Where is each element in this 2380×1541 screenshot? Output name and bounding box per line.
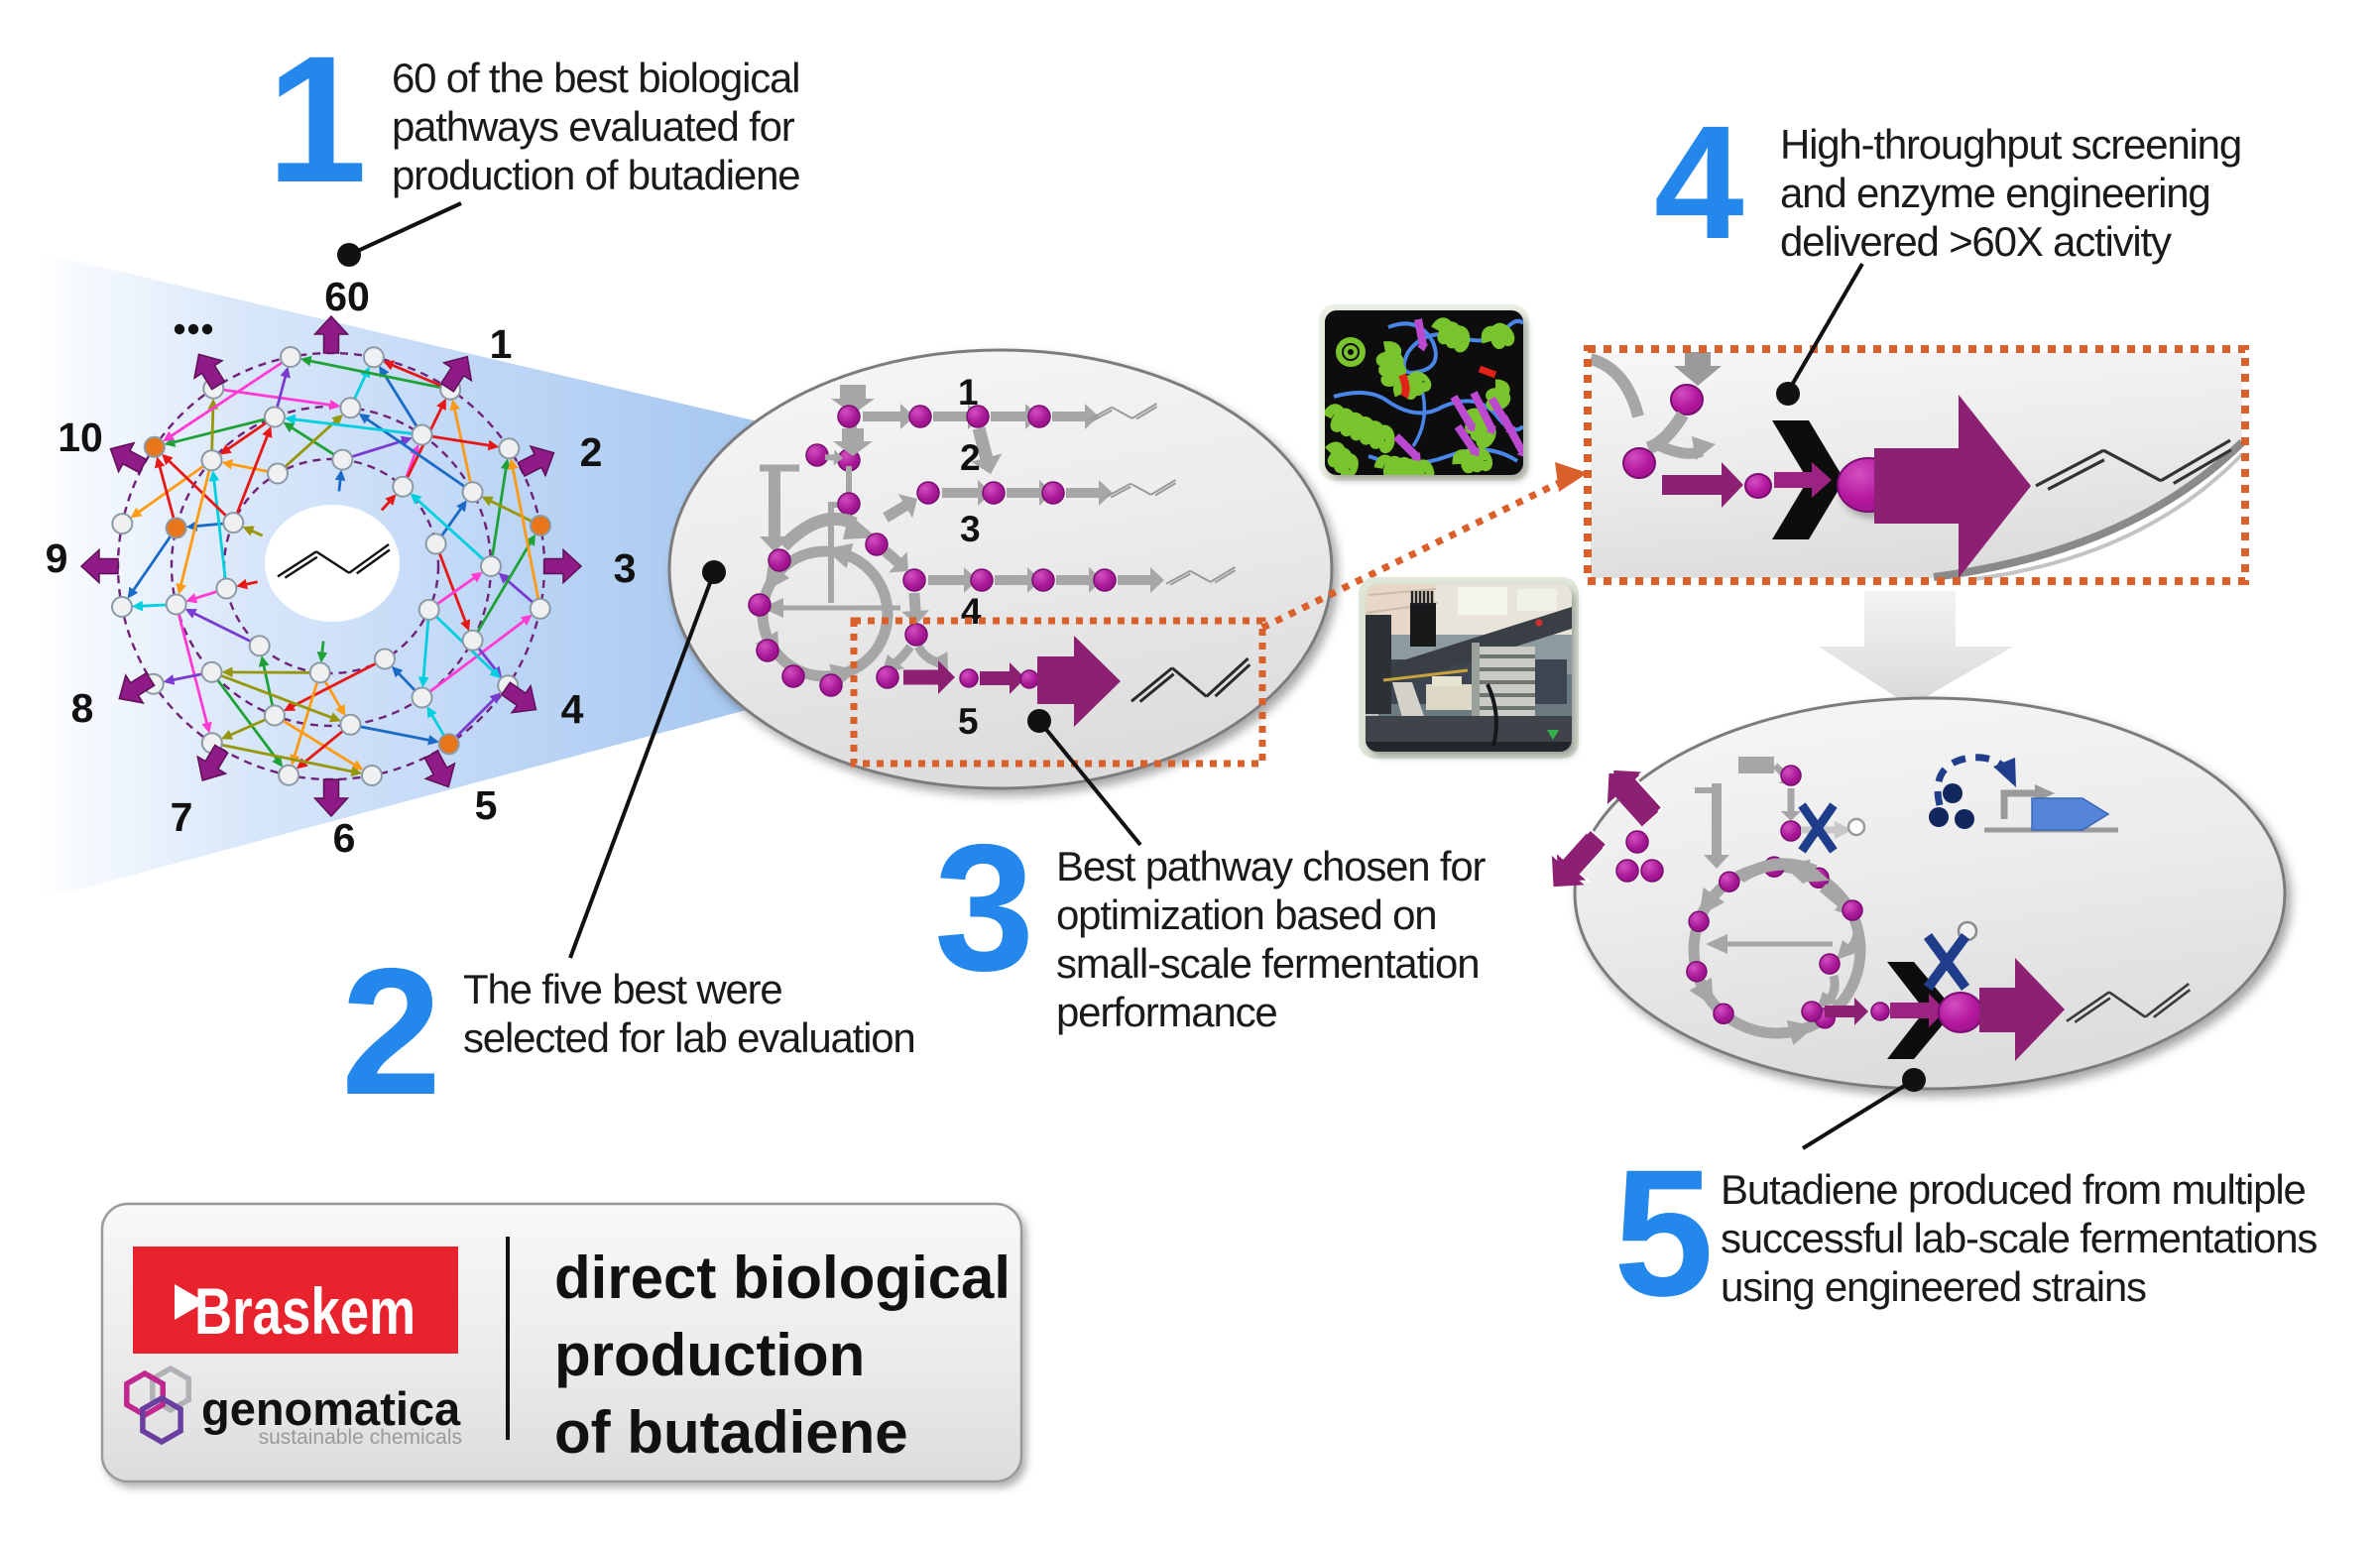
svg-text:High-throughput screening: High-throughput screening: [1780, 121, 2241, 168]
svg-text:and enzyme engineering: and enzyme engineering: [1780, 170, 2210, 216]
svg-text:optimization based on: optimization based on: [1056, 891, 1436, 938]
svg-text:Best pathway chosen for: Best pathway chosen for: [1056, 843, 1487, 889]
svg-text:direct biological: direct biological: [554, 1245, 1011, 1311]
svg-text:sustainable chemicals: sustainable chemicals: [259, 1426, 462, 1449]
svg-text:8: 8: [71, 685, 94, 731]
svg-text:5: 5: [475, 782, 498, 828]
svg-text:Braskem: Braskem: [194, 1274, 416, 1348]
svg-text:10: 10: [58, 415, 103, 460]
svg-text:production: production: [554, 1322, 865, 1388]
svg-text:of butadiene: of butadiene: [554, 1399, 908, 1466]
svg-text:3: 3: [934, 806, 1034, 1008]
svg-text:2: 2: [341, 930, 441, 1132]
svg-text:5: 5: [1613, 1131, 1714, 1334]
svg-text:using engineered strains: using engineered strains: [1721, 1263, 2146, 1310]
svg-text:4: 4: [561, 686, 584, 732]
svg-text:production of butadiene: production of butadiene: [392, 152, 799, 198]
svg-text:6: 6: [333, 815, 356, 861]
svg-text:3: 3: [960, 509, 981, 549]
svg-text:The five best were: The five best were: [463, 966, 782, 1012]
svg-text:pathways evaluated for: pathways evaluated for: [392, 103, 795, 150]
svg-text:1: 1: [490, 321, 513, 367]
svg-text:9: 9: [46, 535, 68, 581]
svg-text:performance: performance: [1056, 989, 1277, 1035]
svg-text:1: 1: [958, 372, 979, 413]
svg-text:5: 5: [958, 701, 979, 742]
svg-text:4: 4: [1654, 91, 1744, 273]
svg-text:4: 4: [961, 591, 982, 632]
svg-text:3: 3: [614, 545, 637, 591]
svg-text:7: 7: [171, 794, 193, 840]
svg-text:2: 2: [960, 437, 981, 478]
svg-text:Butadiene produced from multip: Butadiene produced from multiple: [1721, 1166, 2306, 1213]
svg-text:60 of the best biological: 60 of the best biological: [392, 55, 799, 101]
svg-text:successful lab-scale fermentat: successful lab-scale fermentations: [1721, 1215, 2317, 1261]
svg-text:selected for lab evaluation: selected for lab evaluation: [463, 1014, 915, 1061]
svg-text:2: 2: [580, 429, 603, 475]
svg-text:delivered >60X activity: delivered >60X activity: [1780, 218, 2172, 265]
svg-text:small-scale fermentation: small-scale fermentation: [1056, 940, 1479, 987]
svg-text:1: 1: [267, 18, 367, 220]
svg-text:60: 60: [324, 274, 370, 319]
